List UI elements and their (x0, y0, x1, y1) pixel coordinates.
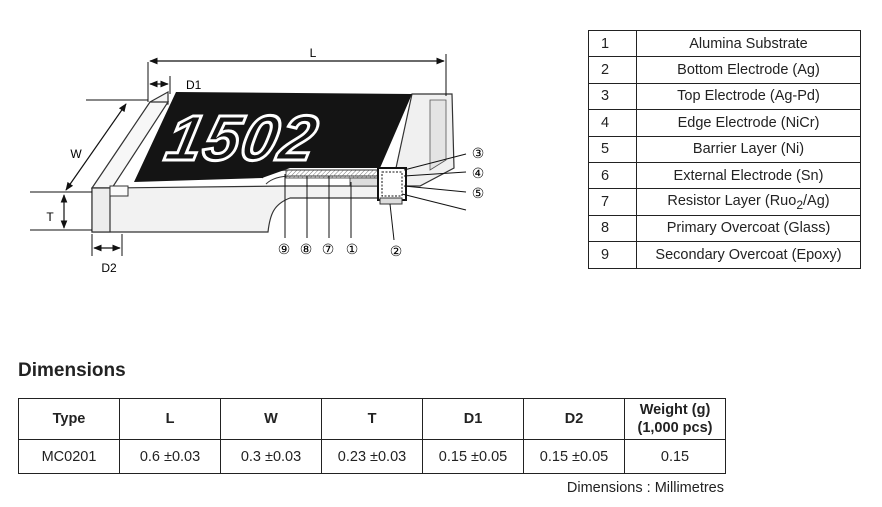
table-row: 5 Barrier Layer (Ni) (588, 135, 861, 163)
cell-weight: 0.15 (624, 439, 726, 474)
layer-name: External Electrode (Sn) (636, 161, 861, 190)
callouts: ⑨ ⑧ ⑦ ① ② ③ ④ ⑤ (278, 145, 485, 259)
column-header-d2: D2 (523, 398, 625, 440)
cell-l: 0.6 ±0.03 (119, 439, 221, 474)
label-d1: D1 (186, 78, 202, 92)
layer-name: Primary Overcoat (Glass) (636, 214, 861, 243)
resistor-diagram: 1502 L D1 W T D2 (30, 46, 485, 275)
table-row: MC0201 0.6 ±0.03 0.3 ±0.03 0.23 ±0.03 0.… (18, 439, 726, 474)
units-note: Dimensions : Millimetres (566, 480, 724, 496)
column-header-type: Type (18, 398, 120, 440)
layer-number: 2 (588, 56, 637, 84)
callout-7: ⑦ (322, 241, 335, 257)
layer-name-part: Resistor Layer (Ruo (667, 192, 797, 209)
dimension-d2: D2 (91, 234, 123, 275)
label-t: T (46, 210, 54, 224)
dimension-d1: D1 (149, 76, 202, 94)
cell-type: MC0201 (18, 439, 120, 474)
layer-number: 6 (588, 161, 637, 190)
table-header-row: Type L W T D1 D2 Weight (g) (1,000 pcs) (18, 398, 726, 440)
weight-header-line1: Weight (g) (639, 402, 711, 418)
table-row: 6 External Electrode (Sn) (588, 161, 861, 190)
layer-name-part: /Ag) (803, 192, 830, 209)
column-header-l: L (119, 398, 221, 440)
layer-name-subscript: 2 (796, 197, 804, 212)
label-l: L (310, 46, 317, 60)
layer-number: 3 (588, 82, 637, 111)
cell-t: 0.23 ±0.03 (321, 439, 423, 474)
dimensions-heading: Dimensions (18, 360, 126, 381)
resistor-marking: 1502 (160, 102, 326, 174)
cell-d2: 0.15 ±0.05 (523, 439, 625, 474)
weight-header-line2: (1,000 pcs) (637, 420, 713, 436)
dimensions-table: Type L W T D1 D2 Weight (g) (1,000 pcs) M… (18, 398, 726, 474)
callout-1: ① (346, 241, 359, 257)
layer-number: 7 (588, 188, 637, 216)
table-row: 7 Resistor Layer (Ruo2/Ag) (588, 188, 861, 216)
callout-5: ⑤ (472, 185, 485, 201)
callout-4: ④ (472, 165, 485, 181)
layer-name: Resistor Layer (Ruo2/Ag) (636, 188, 861, 216)
table-row: 4 Edge Electrode (NiCr) (588, 109, 861, 137)
callout-2: ② (390, 243, 403, 259)
resistor-top: 1502 (134, 92, 412, 182)
layer-number: 5 (588, 135, 637, 163)
table-row: 9 Secondary Overcoat (Epoxy) (588, 241, 861, 269)
table-row: 2 Bottom Electrode (Ag) (588, 56, 861, 84)
layer-name: Edge Electrode (NiCr) (636, 109, 861, 137)
dimension-w: W (30, 99, 148, 193)
layer-name: Alumina Substrate (636, 29, 861, 58)
cell-w: 0.3 ±0.03 (220, 439, 322, 474)
layer-name: Top Electrode (Ag-Pd) (636, 82, 861, 111)
column-header-d1: D1 (422, 398, 524, 440)
table-row: 8 Primary Overcoat (Glass) (588, 214, 861, 243)
layer-number: 8 (588, 214, 637, 243)
column-header-w: W (220, 398, 322, 440)
column-header-t: T (321, 398, 423, 440)
callout-9: ⑨ (278, 241, 291, 257)
table-row: 1 Alumina Substrate (588, 29, 861, 58)
dimension-t: T (30, 194, 92, 231)
layer-legend-table: 1 Alumina Substrate 2 Bottom Electrode (… (588, 29, 861, 269)
layer-name: Bottom Electrode (Ag) (636, 56, 861, 84)
layer-number: 4 (588, 109, 637, 137)
table-row: 3 Top Electrode (Ag-Pd) (588, 82, 861, 111)
cell-d1: 0.15 ±0.05 (422, 439, 524, 474)
callout-8: ⑧ (300, 241, 313, 257)
layer-name: Barrier Layer (Ni) (636, 135, 861, 163)
callout-leaders (284, 153, 467, 241)
label-d2: D2 (101, 261, 117, 275)
layer-number: 1 (588, 29, 637, 58)
layer-name: Secondary Overcoat (Epoxy) (636, 241, 861, 269)
layer-number: 9 (588, 241, 637, 269)
callout-3: ③ (472, 145, 485, 161)
label-w: W (70, 147, 82, 161)
column-header-weight: Weight (g) (1,000 pcs) (624, 398, 726, 440)
dimension-l: L (147, 46, 447, 102)
